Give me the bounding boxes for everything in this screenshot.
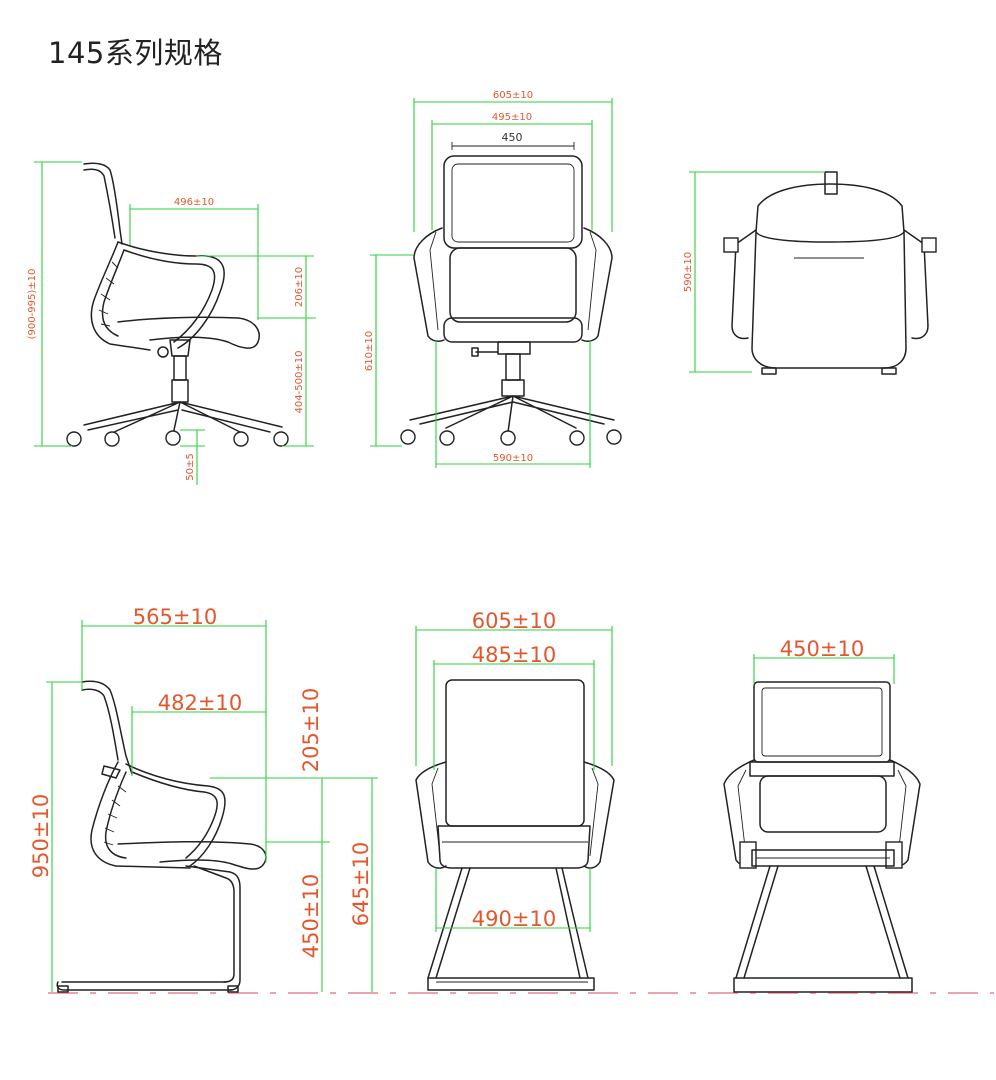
dim-sled-arm-floor-height: 645±10 <box>349 842 373 926</box>
caster-icon <box>66 430 289 447</box>
dim-front-arm-width: 495±10 <box>492 112 532 123</box>
dim-sled-arm-height: 205±10 <box>299 688 323 772</box>
page-title: 145系列规格 <box>48 36 223 70</box>
swivel-side-view: (900-995)±10 496±10 206±10 404-500±10 50… <box>27 161 316 485</box>
dim-sled-front-overall-width: 605±10 <box>472 609 556 633</box>
dim-front-base-width: 590±10 <box>493 453 533 464</box>
dim-arm-height: 206±10 <box>294 267 305 307</box>
dim-sled-overall-height: 950±10 <box>29 794 53 878</box>
dim-front-back-width: 450 <box>502 131 523 144</box>
dim-seat-depth: 496±10 <box>174 197 214 208</box>
caster-icon <box>400 429 622 446</box>
sled-side-view: 565±10 482±10 950±10 205±10 450±10 645±1… <box>29 605 378 993</box>
swivel-front-view: 605±10 495±10 450 610±10 590±10 <box>364 90 622 468</box>
dim-sled-back-width: 450±10 <box>780 637 864 661</box>
dim-sled-seat-depth: 482±10 <box>158 691 242 715</box>
dim-sled-front-base-width: 490±10 <box>472 907 556 931</box>
dim-front-back-height: 610±10 <box>364 331 375 371</box>
sled-front-view: 605±10 485±10 490±10 <box>415 609 615 991</box>
dim-top-depth: 590±10 <box>683 252 694 292</box>
dim-overall-height: (900-995)±10 <box>27 269 38 340</box>
dim-sled-front-inner-width: 485±10 <box>472 643 556 667</box>
sled-back-view: 450±10 <box>723 637 921 993</box>
dim-sled-seat-height: 450±10 <box>299 874 323 958</box>
swivel-top-view: 590±10 <box>683 171 937 375</box>
dim-sled-overall-depth: 565±10 <box>133 605 217 629</box>
dim-seat-height: 404-500±10 <box>294 351 305 414</box>
dim-caster-height: 50±5 <box>185 453 196 480</box>
dim-front-overall-width: 605±10 <box>493 90 533 101</box>
